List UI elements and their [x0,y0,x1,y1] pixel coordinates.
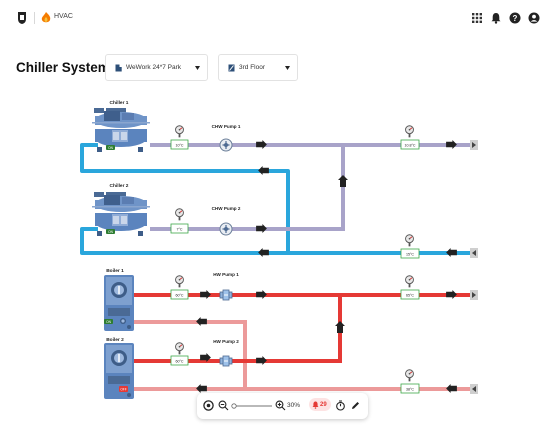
help-icon[interactable]: ? [509,12,521,24]
plant-diagram[interactable]: Chiller 1 Chiller 2 ON ON Boiler 1 Boile… [0,90,556,400]
alarm-count: 29 [320,402,327,408]
gauge-icon [175,342,184,355]
alarm-bell-icon [312,401,319,409]
temp-reading: 60°C [175,293,183,297]
chiller-2-status-badge [106,229,115,234]
chw-supply-piping [150,143,470,231]
temp-sensor-chw-header-return[interactable]: 15°C [400,234,420,259]
edit-pencil-icon[interactable] [350,400,361,411]
zoom-slider[interactable] [230,403,274,409]
flow-arrow-right [256,224,267,233]
site-dropdown[interactable]: WeWork 24*7 Park [105,54,208,81]
hw-return-piping [134,320,470,391]
zoom-level: 30% [287,402,301,409]
temp-sensor-chw-supply-1[interactable]: 10°C [170,125,189,150]
boiler-1-status: ON [106,320,111,324]
temp-reading: 7°C [176,227,182,231]
temp-sensor-hw-header-supply[interactable]: 65°C [400,275,420,300]
temp-reading: 60°C [175,359,183,363]
temp-reading: 38°C [406,387,414,391]
zoom-out-icon[interactable] [218,400,229,411]
boiler-2-label: Boiler 2 [106,337,124,343]
chiller-2-label: Chiller 2 [110,183,129,189]
app-name: HVAC [54,13,73,20]
chiller-1-icon[interactable] [92,108,150,152]
gauge-icon [175,208,184,221]
boiler-1-label: Boiler 1 [106,268,124,274]
bell-icon[interactable] [490,12,502,24]
temp-sensor-chw-supply-2[interactable]: 7°C [170,208,189,234]
flow-arrow-up [338,175,348,187]
building-icon [115,64,122,72]
boiler-1-status-badge [104,319,113,324]
hw-pump-2-label: HW Pump 2 [213,339,239,344]
hvac-flame-icon [41,12,51,23]
chw-return-piping [80,143,470,255]
pipe-end-cap [470,248,478,258]
gauge-icon [405,234,414,247]
brand-logo-icon[interactable] [16,11,28,25]
chiller-2-icon[interactable] [92,192,150,236]
zoom-in-icon[interactable] [275,400,286,411]
flow-arrow-right [446,290,457,299]
flow-arrow-left [196,384,207,393]
hw-pump-1-label: HW Pump 1 [213,272,239,277]
chw-pump-1-label: CHW Pump 1 [212,124,241,129]
flow-arrow-left [446,248,457,257]
pipe-end-cap [470,384,478,394]
chw-pump-2-icon[interactable] [219,222,233,236]
hw-pump-2-icon[interactable] [219,355,233,367]
boiler-2-status: OFF [120,388,126,392]
floor-dropdown[interactable]: 3rd Floor [218,54,298,81]
top-bar: HVAC ? [0,0,556,36]
boiler-2-status-badge [119,386,128,392]
floor-dropdown-value: 3rd Floor [239,64,266,71]
temp-reading: 15°C [406,252,414,256]
chw-pump-2-label: CHW Pump 2 [212,206,241,211]
hw-pump-1-icon[interactable] [219,289,233,301]
temp-reading: 65°C [406,293,414,297]
flow-arrow-right [200,290,211,299]
gauge-icon [405,369,414,382]
hw-supply-piping [134,293,470,363]
chiller-1-status: ON [108,146,113,150]
chiller-1-label: Chiller 1 [110,100,129,106]
gauge-icon [405,275,414,288]
flow-arrow-left [258,166,269,175]
gauge-icon [405,125,414,138]
alarm-badge[interactable] [309,398,331,411]
visibility-toggle-icon[interactable] [203,400,214,411]
gauge-icon [175,275,184,288]
temp-reading: 10.8°C [404,143,415,147]
floor-icon [228,64,235,72]
chevron-down-icon [195,66,200,70]
pipe-end-cap [470,140,478,150]
flow-arrow-right [256,140,267,149]
pipe-end-cap [470,290,478,300]
gauge-icon [175,125,184,138]
temp-sensor-chw-header-supply[interactable]: 10.8°C [400,125,420,150]
flow-arrow-left [258,248,269,257]
chiller-1-status-badge [106,145,115,150]
svg-text:?: ? [513,14,518,23]
flow-arrow-right [256,290,267,299]
temp-sensor-hw-supply-2[interactable]: 60°C [170,342,189,366]
grid-apps-icon[interactable] [471,12,483,24]
temp-sensor-hw-header-return[interactable]: 38°C [400,369,420,394]
temp-reading: 10°C [175,143,183,147]
chiller-2-status: ON [108,230,113,234]
timer-icon[interactable] [335,400,346,411]
flow-arrow-up [335,321,345,333]
user-account-icon[interactable] [528,12,540,24]
flow-arrow-left [446,384,457,393]
temp-sensor-hw-supply-1[interactable]: 60°C [170,275,189,300]
flow-arrow-right [446,140,457,149]
chevron-down-icon [285,66,290,70]
flow-arrow-left [196,317,207,326]
flow-arrow-right [256,356,267,365]
chw-pump-1-icon[interactable] [219,138,233,152]
page-title: Chiller System [16,60,110,75]
site-dropdown-value: WeWork 24*7 Park [126,64,182,71]
header-divider [34,12,35,24]
